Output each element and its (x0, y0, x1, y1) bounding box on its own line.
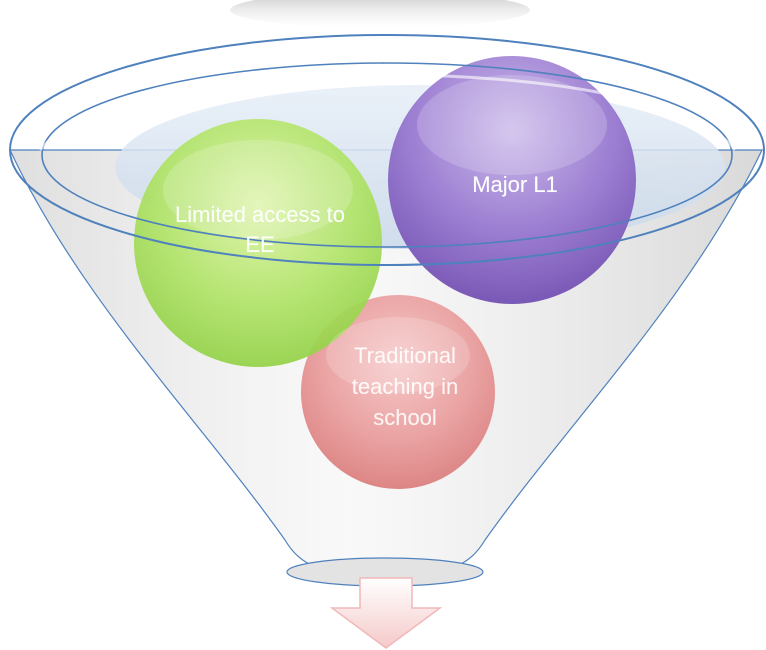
green-highlight (163, 140, 353, 240)
purple-highlight (417, 75, 607, 175)
top-shadow (230, 0, 530, 28)
circle-red (301, 295, 495, 489)
red-highlight (326, 317, 470, 393)
down-arrow-icon (329, 577, 443, 649)
funnel-rim-outer (9, 34, 765, 266)
rim-highlight (38, 73, 737, 151)
circle-purple (388, 56, 636, 304)
circle-green (134, 119, 382, 367)
funnel-rim-inner (41, 62, 733, 248)
